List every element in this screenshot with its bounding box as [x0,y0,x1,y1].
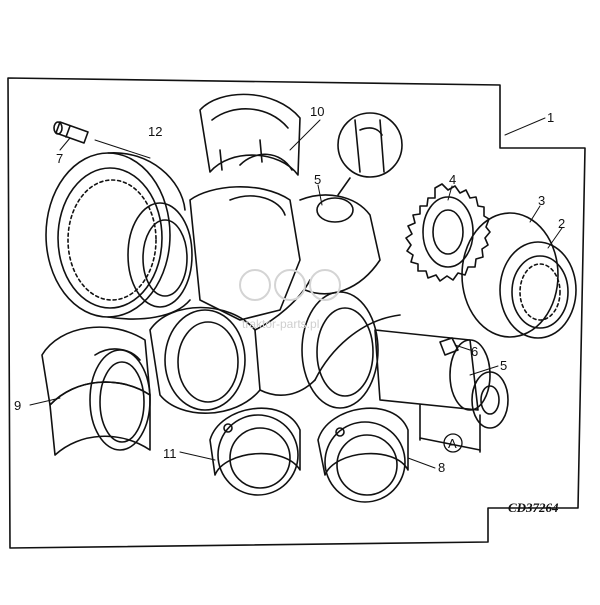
part-8-rod-bearing [317,407,409,503]
crank-nose [374,329,509,429]
callout-8: 8 [438,460,445,475]
part-9-main-bearing [41,326,151,456]
part-11-rod-bearing [209,407,301,496]
dimension-a [419,404,481,453]
diagram-frame [7,77,586,549]
crankshaft [149,186,401,414]
callout-11: 11 [163,446,177,461]
part-7-pin [53,121,89,144]
detail-inset [337,112,403,196]
callout-5-lower: 5 [500,358,507,373]
callout-6: 6 [471,344,478,359]
callout-4: 4 [449,172,456,187]
circled-a-label: A [448,436,457,451]
callout-5-upper: 5 [314,172,321,187]
part-12-seal-housing [45,152,193,320]
callout-3: 3 [538,193,545,208]
part-4-gear [405,183,491,282]
callout-2: 2 [558,216,565,231]
drawing-code: CD37264 [508,500,559,515]
watermark-text: traktor-parts.pl [242,317,319,331]
callout-10: 10 [310,104,324,119]
circled-a-marker [443,433,463,453]
callout-7: 7 [56,151,63,166]
watermark: traktor-parts.pl [239,269,341,331]
callout-9: 9 [14,398,21,413]
part-10-thrust-washer [199,93,301,176]
part-3-2-front-seal [461,212,577,339]
leader-lines [29,117,563,469]
callout-12: 12 [148,124,162,139]
callout-1: 1 [547,110,554,125]
